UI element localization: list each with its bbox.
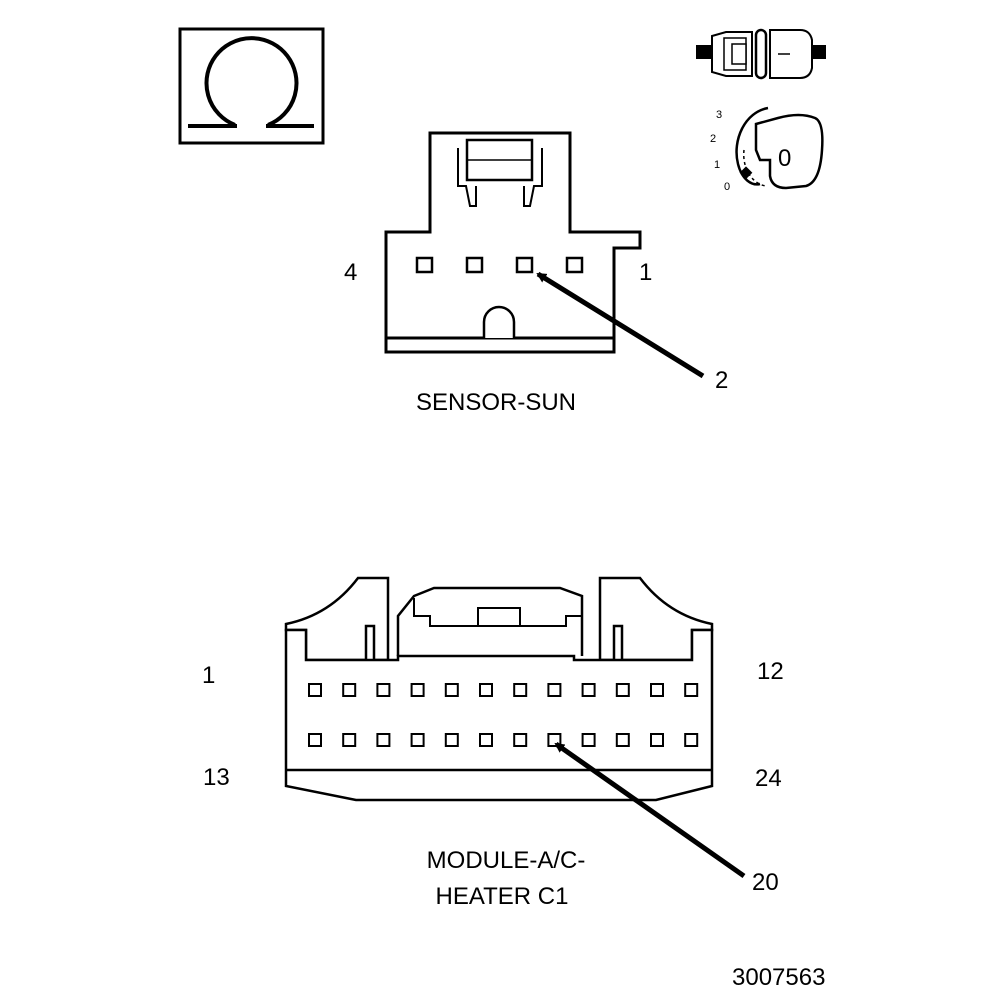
module-pin-1-cavity (308, 683, 322, 697)
sensor-sun-pin-4-cavity (415, 256, 434, 274)
module-pin-2-cavity (342, 683, 357, 697)
sensor-sun-callout-label: 2 (715, 367, 728, 394)
module-pin-14-cavity (342, 733, 357, 747)
module-pin-7-cavity (513, 683, 528, 697)
module-pin-23-cavity (650, 733, 664, 747)
disconnected-connector-icon (696, 28, 826, 80)
figure-id: 3007563 (732, 964, 825, 991)
module-pin-16-cavity (410, 733, 425, 747)
sensor-sun-pin-2-cavity (515, 256, 534, 274)
sensor-sun-title: SENSOR-SUN (416, 389, 576, 416)
module-pin-11-cavity (650, 683, 664, 697)
ignition-position-1: 1 (714, 159, 720, 171)
ignition-key-position-label: 0 (778, 145, 791, 172)
module-pin-4-cavity (410, 683, 425, 697)
module-pin-grid (308, 683, 699, 747)
module-pin-15-cavity (376, 733, 391, 747)
sensor-sun-callout-arrow (536, 271, 705, 379)
module-pin-6-cavity (479, 683, 493, 697)
ignition-key-icon: 3 2 1 0 0 (710, 106, 824, 193)
ohmmeter-icon (178, 27, 325, 145)
module-pin-17-cavity (444, 733, 459, 747)
sensor-sun-connector (384, 131, 705, 379)
module-pin-1-label: 1 (202, 662, 215, 689)
ignition-position-0: 0 (724, 181, 730, 193)
sensor-sun-pin-4-label: 4 (344, 259, 357, 286)
module-pin-10-cavity (615, 683, 630, 697)
module-pin-24-cavity (684, 733, 699, 747)
sensor-sun-pin-3-cavity (465, 256, 484, 274)
module-pin-9-cavity (581, 683, 596, 697)
module-pin-3-cavity (376, 683, 391, 697)
module-pin-13-label: 13 (203, 764, 230, 791)
sensor-sun-pin-1-cavity (565, 256, 584, 274)
module-pin-19-cavity (513, 733, 528, 747)
ignition-position-2: 2 (710, 133, 716, 145)
module-pin-21-cavity (581, 733, 596, 747)
module-ac-heater-connector (284, 576, 746, 879)
module-pin-18-cavity (479, 733, 493, 747)
sensor-sun-pin-1-label: 1 (639, 259, 652, 286)
module-pin-12-label: 12 (757, 658, 784, 685)
module-pin-22-cavity (615, 733, 630, 747)
module-pin-12-cavity (684, 683, 699, 697)
module-pin-5-cavity (444, 683, 459, 697)
module-pin-24-label: 24 (755, 765, 782, 792)
module-pin-13-cavity (308, 733, 322, 747)
module-pin-8-cavity (547, 683, 562, 697)
module-callout-label: 20 (752, 869, 779, 896)
module-title-line1: MODULE-A/C- (427, 847, 586, 874)
ignition-position-3: 3 (716, 109, 722, 121)
module-callout-arrow (554, 741, 746, 879)
module-title-line2: HEATER C1 (436, 883, 569, 910)
